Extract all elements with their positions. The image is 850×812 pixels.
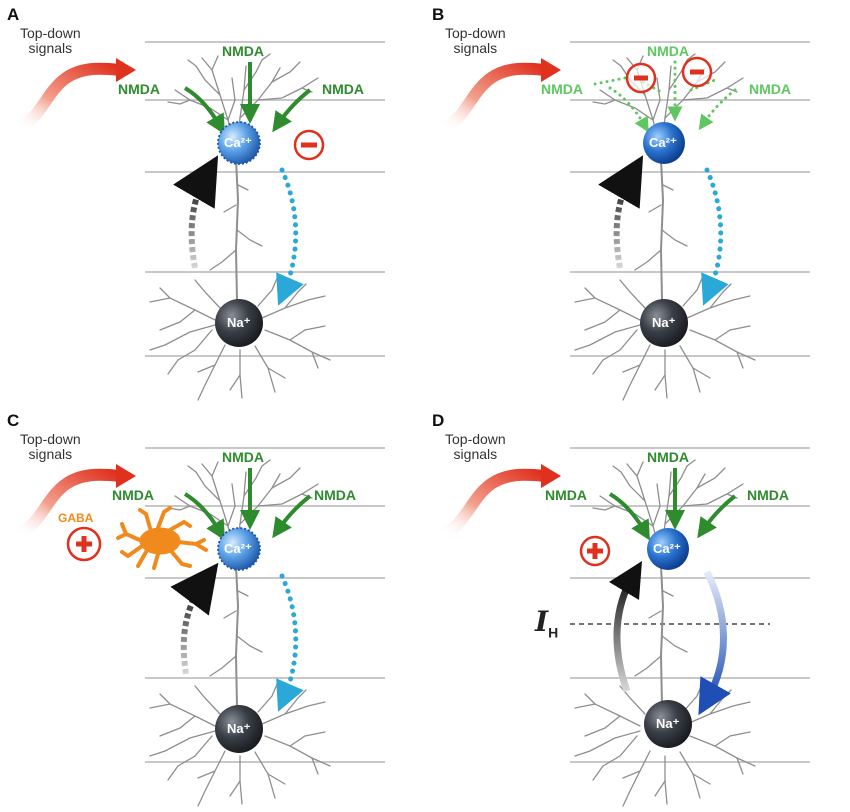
nmda-arrow-left xyxy=(608,492,650,541)
forward-solid-arrow xyxy=(608,560,642,693)
backprop-dotted-arrow xyxy=(276,167,304,306)
ih-main: I xyxy=(535,605,549,638)
calcium-spike-node xyxy=(643,122,685,164)
plus-sign-vertical xyxy=(592,543,598,559)
top-down-label: Top-down signals xyxy=(20,431,81,462)
nmda-label-right: NMDA xyxy=(322,81,364,97)
nmda-label-left: NMDA xyxy=(118,81,160,97)
backprop-dotted-arrow xyxy=(701,167,729,306)
panel-label: B xyxy=(432,5,445,24)
sodium-spike-node xyxy=(640,299,688,347)
nmda-arrow-left xyxy=(183,86,225,135)
minus-sign xyxy=(690,69,704,75)
nmda-label-right: NMDA xyxy=(747,487,789,503)
panel-label: C xyxy=(7,411,20,430)
top-down-arrowhead xyxy=(541,464,561,488)
pyramidal-neuron xyxy=(574,459,756,807)
backprop-dotted-arrow xyxy=(276,573,304,712)
panel-a: A Top-down signals NMDA NMDA NMDA Ca²⁺ N… xyxy=(0,0,425,406)
panel-b: B Top-down signals NMDA NMDA NMDA Ca²⁺ N… xyxy=(425,0,850,406)
forward-dashed-arrow xyxy=(170,562,219,675)
nmda-label-left: NMDA xyxy=(545,487,587,503)
top-down-arrowhead xyxy=(116,58,136,82)
backprop-solid-arrow xyxy=(698,570,731,716)
top-down-arrow xyxy=(437,468,551,540)
sodium-label: Na⁺ xyxy=(227,721,251,736)
calcium-label: Ca²⁺ xyxy=(653,541,681,556)
sodium-spike-node xyxy=(644,700,692,748)
nmda-label-top: NMDA xyxy=(222,43,264,59)
panel-d-diagram xyxy=(437,447,811,807)
nmda-label-right: NMDA xyxy=(314,487,356,503)
panel-b-diagram xyxy=(437,41,811,401)
top-down-label: Top-down signals xyxy=(445,25,506,56)
top-down-label: Top-down signals xyxy=(20,25,81,56)
nmda-arrow-right xyxy=(697,494,737,539)
nmda-arrow-right-dotted xyxy=(698,88,737,131)
top-down-arrow xyxy=(12,62,126,134)
sodium-label: Na⁺ xyxy=(656,716,680,731)
top-down-label: Top-down signals xyxy=(445,431,506,462)
nmda-arrow-right xyxy=(272,88,312,133)
ih-current-label: IH xyxy=(535,608,558,640)
nmda-arrow-left xyxy=(183,492,225,541)
minus-sign xyxy=(301,142,317,148)
panel-label: A xyxy=(7,5,20,24)
sodium-label: Na⁺ xyxy=(227,315,251,330)
nmda-label-top: NMDA xyxy=(647,43,689,59)
nmda-label-right: NMDA xyxy=(749,81,791,97)
nmda-arrow-left-dotted xyxy=(608,86,649,133)
pyramidal-neuron xyxy=(574,53,756,401)
calcium-label: Ca²⁺ xyxy=(224,541,252,556)
calcium-label: Ca²⁺ xyxy=(649,135,677,150)
forward-dashed-arrow xyxy=(598,155,644,269)
top-down-arrow xyxy=(437,62,551,134)
top-down-arrow xyxy=(12,468,126,540)
plus-sign-vertical xyxy=(81,536,87,552)
calcium-spike-node xyxy=(647,528,689,570)
nmda-label-top: NMDA xyxy=(222,449,264,465)
top-down-arrowhead xyxy=(541,58,561,82)
panel-label: D xyxy=(432,411,445,430)
panel-d: D Top-down signals NMDA NMDA NMDA Ca²⁺ N… xyxy=(425,406,850,812)
nmda-label-left: NMDA xyxy=(112,487,154,503)
panel-a-diagram xyxy=(12,41,386,401)
nmda-label-top: NMDA xyxy=(647,449,689,465)
gaba-interneuron xyxy=(116,506,208,570)
panel-c-diagram xyxy=(12,447,386,807)
top-down-arrowhead xyxy=(116,464,136,488)
gaba-label: GABA xyxy=(58,511,94,525)
pyramidal-neuron xyxy=(149,459,331,807)
sodium-label: Na⁺ xyxy=(652,315,676,330)
calcium-spike-node xyxy=(217,527,261,571)
forward-dashed-arrow xyxy=(173,155,219,269)
ih-subscript: H xyxy=(548,624,559,641)
pyramidal-neuron xyxy=(149,53,331,401)
sodium-spike-node xyxy=(215,705,263,753)
calcium-spike-node xyxy=(217,121,261,165)
nmda-arrow-right xyxy=(272,494,312,539)
calcium-label: Ca²⁺ xyxy=(224,135,252,150)
panel-c: C Top-down signals NMDA NMDA NMDA GABA C… xyxy=(0,406,425,812)
nmda-label-left: NMDA xyxy=(541,81,583,97)
sodium-spike-node xyxy=(215,299,263,347)
minus-sign xyxy=(634,75,648,81)
